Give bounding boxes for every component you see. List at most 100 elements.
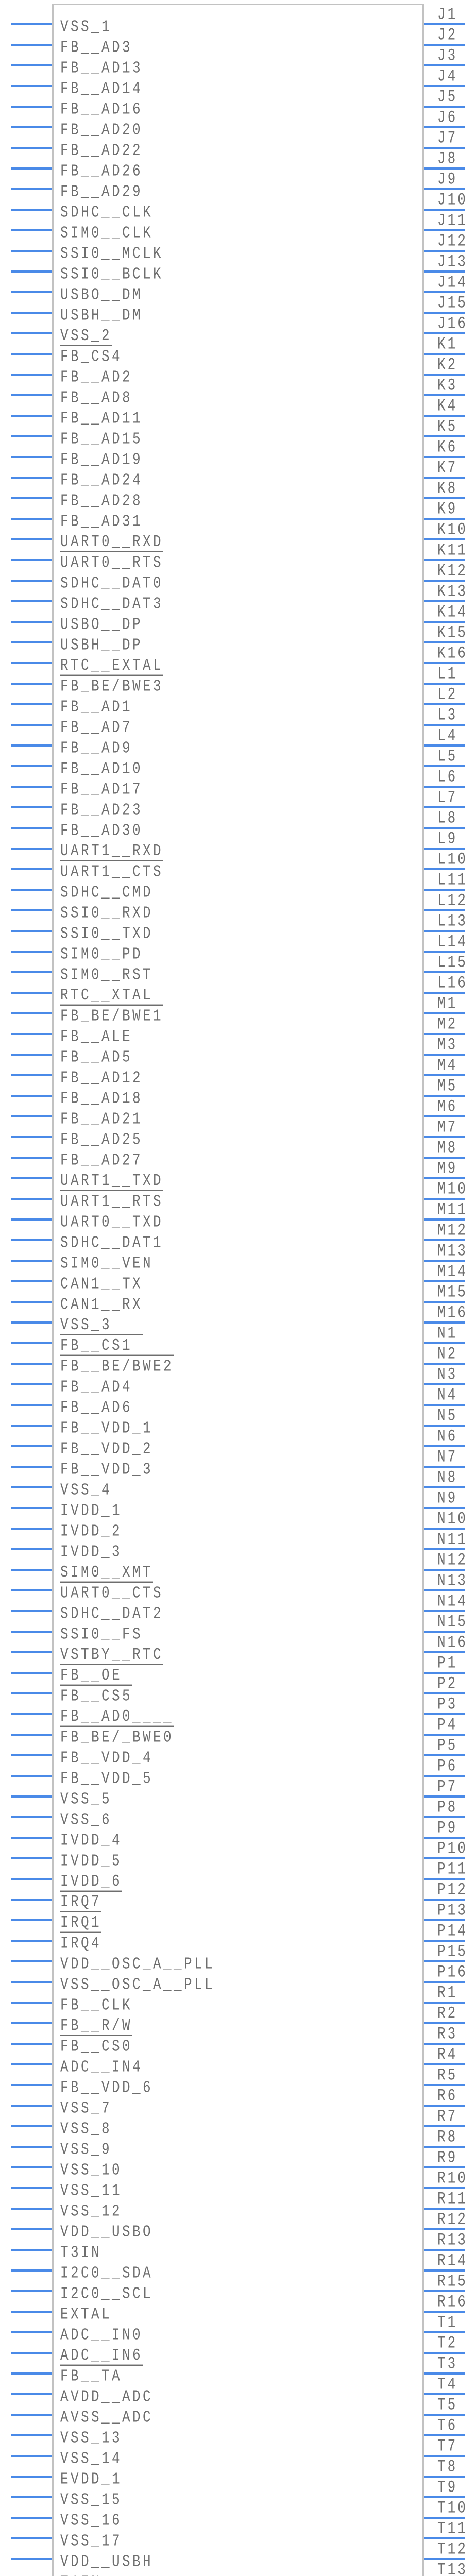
pin-signal-name: VSS_3 [60, 1316, 143, 1335]
pin-lead-line [424, 1033, 465, 1035]
pin-lead-line [424, 2002, 465, 2004]
pin-number: P14 [437, 1921, 468, 1941]
pin-signal-name: USBO__DP [60, 615, 143, 634]
pin-lead-line [424, 1239, 465, 1241]
pin-number: K3 [437, 375, 458, 395]
pin-number: J13 [437, 251, 468, 272]
pin-lead-line [424, 2393, 465, 2395]
pin-lead-line [424, 559, 465, 561]
pin-signal-name: T1IN [60, 2573, 101, 2576]
pin-number: K13 [437, 581, 468, 601]
pin-number: L3 [437, 705, 458, 725]
pin-lead-line [11, 415, 52, 417]
pin-lead-line [424, 2043, 465, 2045]
pin-lead-line [424, 1280, 465, 1282]
pin-signal-name: VSS_2 [60, 327, 112, 346]
pin-number: N15 [437, 1612, 468, 1632]
pin-number: K8 [437, 478, 458, 498]
pin-signal-name: SDHC__CLK [60, 202, 154, 222]
pin-signal-name: VSS_16 [60, 2511, 123, 2530]
pin-lead-line [424, 1857, 465, 1859]
pin-signal-name: FB__VDD_1 [60, 1418, 154, 1438]
pin-lead-line [424, 2434, 465, 2436]
pin-signal-name: FB_BE/_BWE0 [60, 1727, 174, 1747]
pin-number: P11 [437, 1859, 468, 1879]
pin-number: K11 [437, 540, 468, 560]
pin-number: P9 [437, 1818, 458, 1838]
pin-lead-line [11, 1383, 52, 1385]
pin-lead-line [424, 848, 465, 850]
pin-lead-line [11, 1445, 52, 1447]
pin-signal-name: UART0__TXD [60, 1212, 164, 1232]
pin-lead-line [424, 1404, 465, 1406]
pin-signal-name: VSS_8 [60, 2119, 112, 2139]
pin-lead-line [424, 353, 465, 355]
pin-number: R4 [437, 2044, 458, 2064]
pin-lead-line [11, 394, 52, 396]
pin-lead-line [11, 909, 52, 911]
pin-signal-name: FB__CLK [60, 1995, 133, 2015]
pin-number: M9 [437, 1158, 458, 1178]
pin-signal-name: VSS_17 [60, 2531, 123, 2551]
pin-lead-line [424, 1960, 465, 1962]
pin-number: J2 [437, 25, 458, 45]
pin-lead-line [424, 1775, 465, 1777]
pin-lead-line [11, 2063, 52, 2065]
pin-lead-line [11, 1074, 52, 1076]
pin-lead-line [11, 848, 52, 850]
pin-signal-name: VDD__USBH [60, 2552, 154, 2571]
pin-lead-line [11, 2455, 52, 2457]
pin-number: T6 [437, 2415, 458, 2435]
pin-lead-line [11, 2537, 52, 2539]
pin-lead-line [11, 744, 52, 747]
pin-lead-line [11, 1651, 52, 1653]
pin-lead-line [11, 1569, 52, 1571]
component-body-outline [52, 4, 424, 2576]
pin-lead-line [11, 2002, 52, 2004]
pin-lead-line [424, 2414, 465, 2416]
pin-signal-name: CAN1__TX [60, 1274, 143, 1294]
pin-lead-line [11, 2022, 52, 2024]
pin-signal-name: FB__AD22 [60, 141, 143, 160]
pin-lead-line [424, 1734, 465, 1736]
pin-lead-line [11, 1239, 52, 1241]
pin-signal-name: VSS_6 [60, 1810, 112, 1829]
pin-signal-name: FB__CS0 [60, 2037, 133, 2056]
pin-lead-line [11, 2166, 52, 2168]
pin-lead-line [11, 126, 52, 128]
pin-lead-line [11, 188, 52, 190]
pin-lead-line [11, 312, 52, 314]
pin-signal-name: FB__AD24 [60, 470, 143, 490]
pin-lead-line [11, 2269, 52, 2272]
pin-lead-line [11, 930, 52, 932]
pin-signal-name: FB__AD19 [60, 450, 143, 469]
pin-lead-line [11, 1837, 52, 1839]
pin-lead-line [11, 951, 52, 953]
pin-lead-line [11, 2311, 52, 2313]
pin-lead-line [424, 1569, 465, 1571]
pin-number: N3 [437, 1364, 458, 1384]
pin-signal-name: I2C0__SCL [60, 2284, 154, 2303]
pin-lead-line [11, 641, 52, 643]
pin-number: P10 [437, 1838, 468, 1858]
pin-lead-line [11, 497, 52, 499]
pin-signal-name: FB__AD4 [60, 1377, 133, 1397]
pin-number: R6 [437, 2086, 458, 2106]
pin-number: R10 [437, 2168, 468, 2188]
pin-lead-line [424, 1672, 465, 1674]
pin-lead-line [11, 1466, 52, 1468]
pin-signal-name: FB__AD8 [60, 388, 133, 408]
pin-number: K4 [437, 396, 458, 416]
pin-number: P2 [437, 1673, 458, 1693]
pin-signal-name: IVDD_1 [60, 1501, 123, 1520]
pin-lead-line [424, 2105, 465, 2107]
pin-signal-name: AVSS__ADC [60, 2408, 154, 2427]
pin-lead-line [424, 951, 465, 953]
pin-lead-line [424, 1981, 465, 1983]
pin-signal-name: FB__AD11 [60, 409, 143, 428]
pin-number: R1 [437, 1982, 458, 2003]
pin-number: R14 [437, 2250, 468, 2270]
pin-lead-line [424, 992, 465, 994]
pin-number: M11 [437, 1199, 468, 1219]
pin-lead-line [424, 600, 465, 602]
